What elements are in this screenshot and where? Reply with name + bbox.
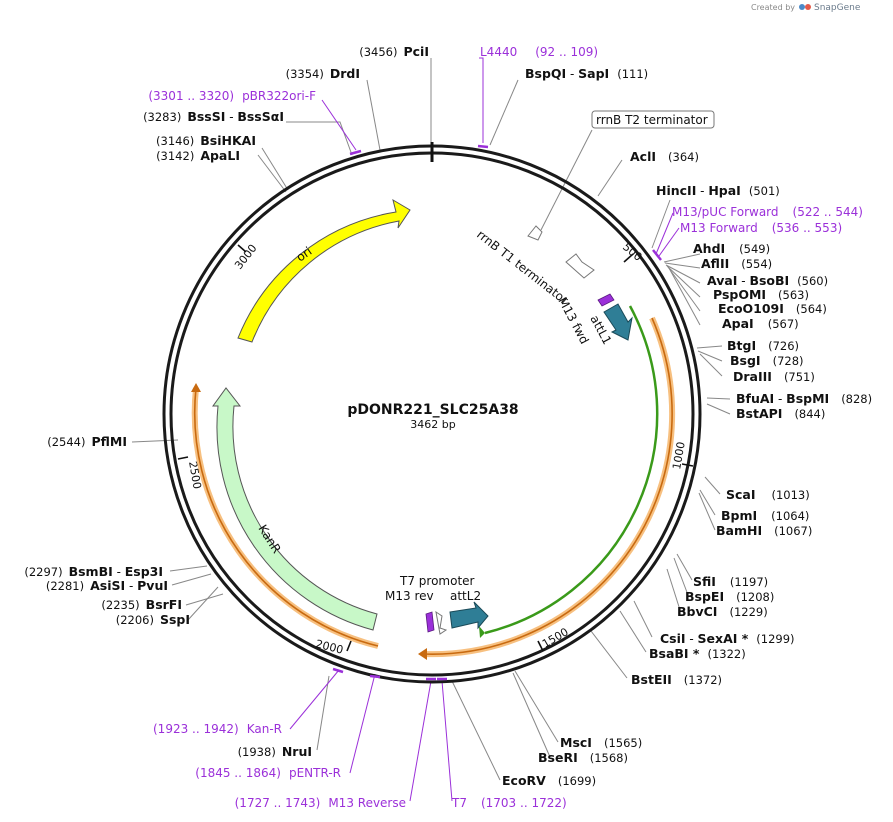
enzyme-label: (3354)DrdI xyxy=(286,66,360,81)
enzyme-label: BstEII(1372) xyxy=(631,672,722,687)
m13-fwd-feature xyxy=(597,293,615,307)
enzyme-label: BtgI(726) xyxy=(727,338,799,353)
enzyme-label: AflII(554) xyxy=(701,256,772,271)
primer-label: L4440(92 .. 109) xyxy=(480,45,598,59)
enzyme-label: ApaI(567) xyxy=(722,316,799,331)
plasmid-name: pDONR221_SLC25A38 xyxy=(347,402,518,418)
orange-arc-left xyxy=(193,387,379,647)
enzyme-label: (3456)PciI xyxy=(359,44,429,59)
rrnb-t2-label-box xyxy=(591,110,715,129)
enzyme-label: (2206)SspI xyxy=(116,612,190,627)
enzyme-label: AclI(364) xyxy=(630,149,699,164)
m13-rev-feature xyxy=(425,611,435,633)
m13-rev-label: M13 rev xyxy=(385,589,434,603)
primer-label: (1727 .. 1743)M13 Reverse xyxy=(235,796,406,810)
enzyme-label: (3146)BsiHKAI xyxy=(156,133,256,148)
brand-text: SnapGene xyxy=(814,3,861,13)
plasmid-length: 3462 bp xyxy=(410,418,455,431)
primer-label: M13/pUC Forward(522 .. 544) xyxy=(672,205,863,219)
enzyme-label: BspQI - SapI(111) xyxy=(525,66,648,81)
orange-arc-left-arrow-icon xyxy=(191,383,201,392)
enzyme-label: BstAPI(844) xyxy=(736,406,825,421)
enzyme-label: EcoO109I(564) xyxy=(718,301,827,316)
ori-feature xyxy=(237,198,411,343)
primer-leaders xyxy=(289,57,680,802)
enzyme-label: BbvCI(1229) xyxy=(677,604,768,619)
primer-label: (1923 .. 1942)Kan-R xyxy=(153,722,282,736)
credit-text: Created by xyxy=(751,3,795,12)
enzyme-label: HincII - HpaI(501) xyxy=(656,183,780,198)
kanr-feature xyxy=(212,387,378,631)
enzyme-label: EcoRV(1699) xyxy=(502,773,596,788)
enzyme-label: (2297)BsmBI - Esp3I xyxy=(24,564,163,579)
rrnb-t1-feature xyxy=(565,253,595,279)
attl2-label: attL2 xyxy=(450,589,481,603)
attl1-feature xyxy=(603,303,633,341)
enzyme-label: BsgI(728) xyxy=(730,353,804,368)
enzyme-label: BpmI(1064) xyxy=(721,508,809,523)
leader-lines xyxy=(131,58,731,781)
enzyme-label: (3283)BssSI - BssSαI xyxy=(143,109,284,124)
enzyme-label: BsaBI *(1322) xyxy=(649,646,746,661)
enzyme-label: SfiI(1197) xyxy=(693,574,768,589)
tick-3000: 3000 xyxy=(232,242,259,272)
primer-label: T7(1703 .. 1722) xyxy=(451,796,567,810)
rrnb-t2-label: rrnB T2 terminator xyxy=(596,113,708,127)
primer-label: (1845 .. 1864)pENTR-R xyxy=(195,766,341,780)
t7-promoter-feature xyxy=(435,610,448,635)
orange-arc-right-arrow-icon xyxy=(418,648,427,660)
tick-1000: 1000 xyxy=(670,441,688,471)
enzyme-label: (3142)ApaLI xyxy=(156,148,240,163)
enzyme-label: (2281)AsiSI - PvuI xyxy=(46,578,168,593)
enzyme-label: BseRI(1568) xyxy=(538,750,628,765)
enzyme-label: BspEI(1208) xyxy=(685,589,774,604)
enzyme-label: BamHI(1067) xyxy=(716,523,812,538)
rrnb-t2-feature xyxy=(527,225,543,241)
green-arc xyxy=(484,305,659,635)
snapgene-logo-icon xyxy=(799,4,811,10)
enzyme-label: MscI(1565) xyxy=(560,735,642,750)
primer-label: M13 Forward(536 .. 553) xyxy=(680,221,842,235)
enzyme-label: DraIII(751) xyxy=(733,369,815,384)
position-ticks xyxy=(177,244,694,652)
attl2-feature xyxy=(449,601,489,630)
enzyme-label: CsiI - SexAI *(1299) xyxy=(660,631,795,646)
primer-label: (3301 .. 3320)pBR322ori-F xyxy=(148,89,316,103)
rrnb-t1-label: rrnB T1 terminator xyxy=(474,227,571,307)
t7-promoter-label: T7 promoter xyxy=(399,574,475,588)
enzyme-label: (1938)NruI xyxy=(238,744,312,759)
enzyme-label: PspOMI(563) xyxy=(713,287,809,302)
green-arc-arrow-icon xyxy=(479,626,485,638)
enzyme-label: AhdI(549) xyxy=(693,241,770,256)
enzyme-label: (2235)BsrFI xyxy=(101,597,182,612)
primer-marks xyxy=(332,144,662,681)
orange-arc-right-halo xyxy=(422,316,676,658)
enzyme-label: BfuAI - BspMI(828) xyxy=(736,391,872,406)
enzyme-label: ScaI(1013) xyxy=(726,487,810,502)
enzyme-label: AvaI - BsoBI(560) xyxy=(707,273,828,288)
orange-arc-right xyxy=(422,317,673,655)
enzyme-label: (2544)PflMI xyxy=(47,434,127,449)
